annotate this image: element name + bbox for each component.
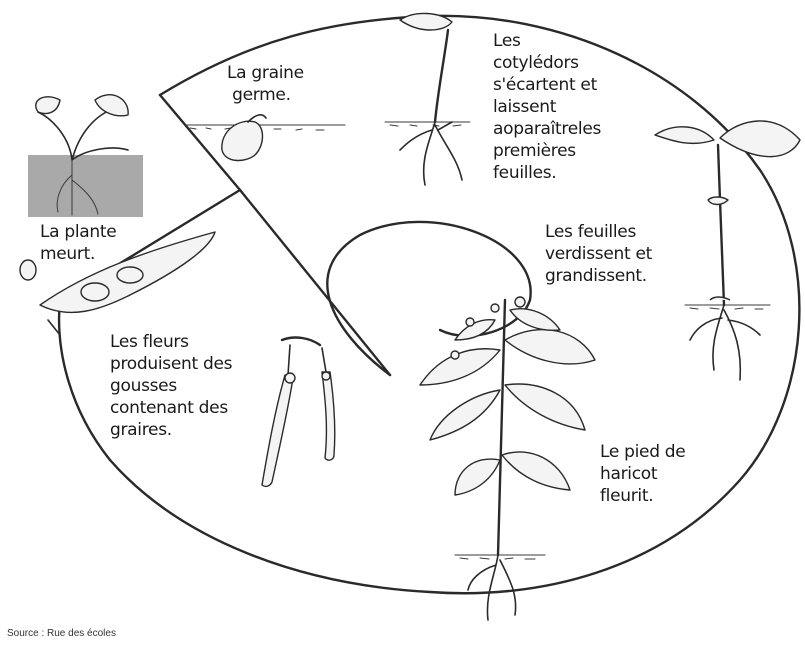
bean-pods [262,338,335,487]
source-caption: Source : Rue des écoles [7,628,116,639]
cycle-inner-arc [327,222,530,375]
soil-line-seed [185,125,345,130]
label-plant-dies: La plante meurt. [40,221,116,265]
seedling-emerging [385,13,470,185]
dying-plant [28,95,143,217]
label-cotyledons-open: Les cotylédors s'écartent et laissent ao… [493,30,601,184]
label-flowers-produce-pods: Les fleurs produisent des gousses conten… [110,331,232,441]
cycle-wedge-line-lower [240,190,390,375]
young-bean-plant [655,121,800,380]
label-plant-flowers: Le pied de haricot fleurit. [600,441,685,507]
flowering-bean-plant [420,297,595,620]
label-seed-germinates: La graine germe. [227,62,304,106]
label-leaves-grow: Les feuilles verdissent et grandissent. [545,221,652,287]
germinating-seed [222,115,266,161]
